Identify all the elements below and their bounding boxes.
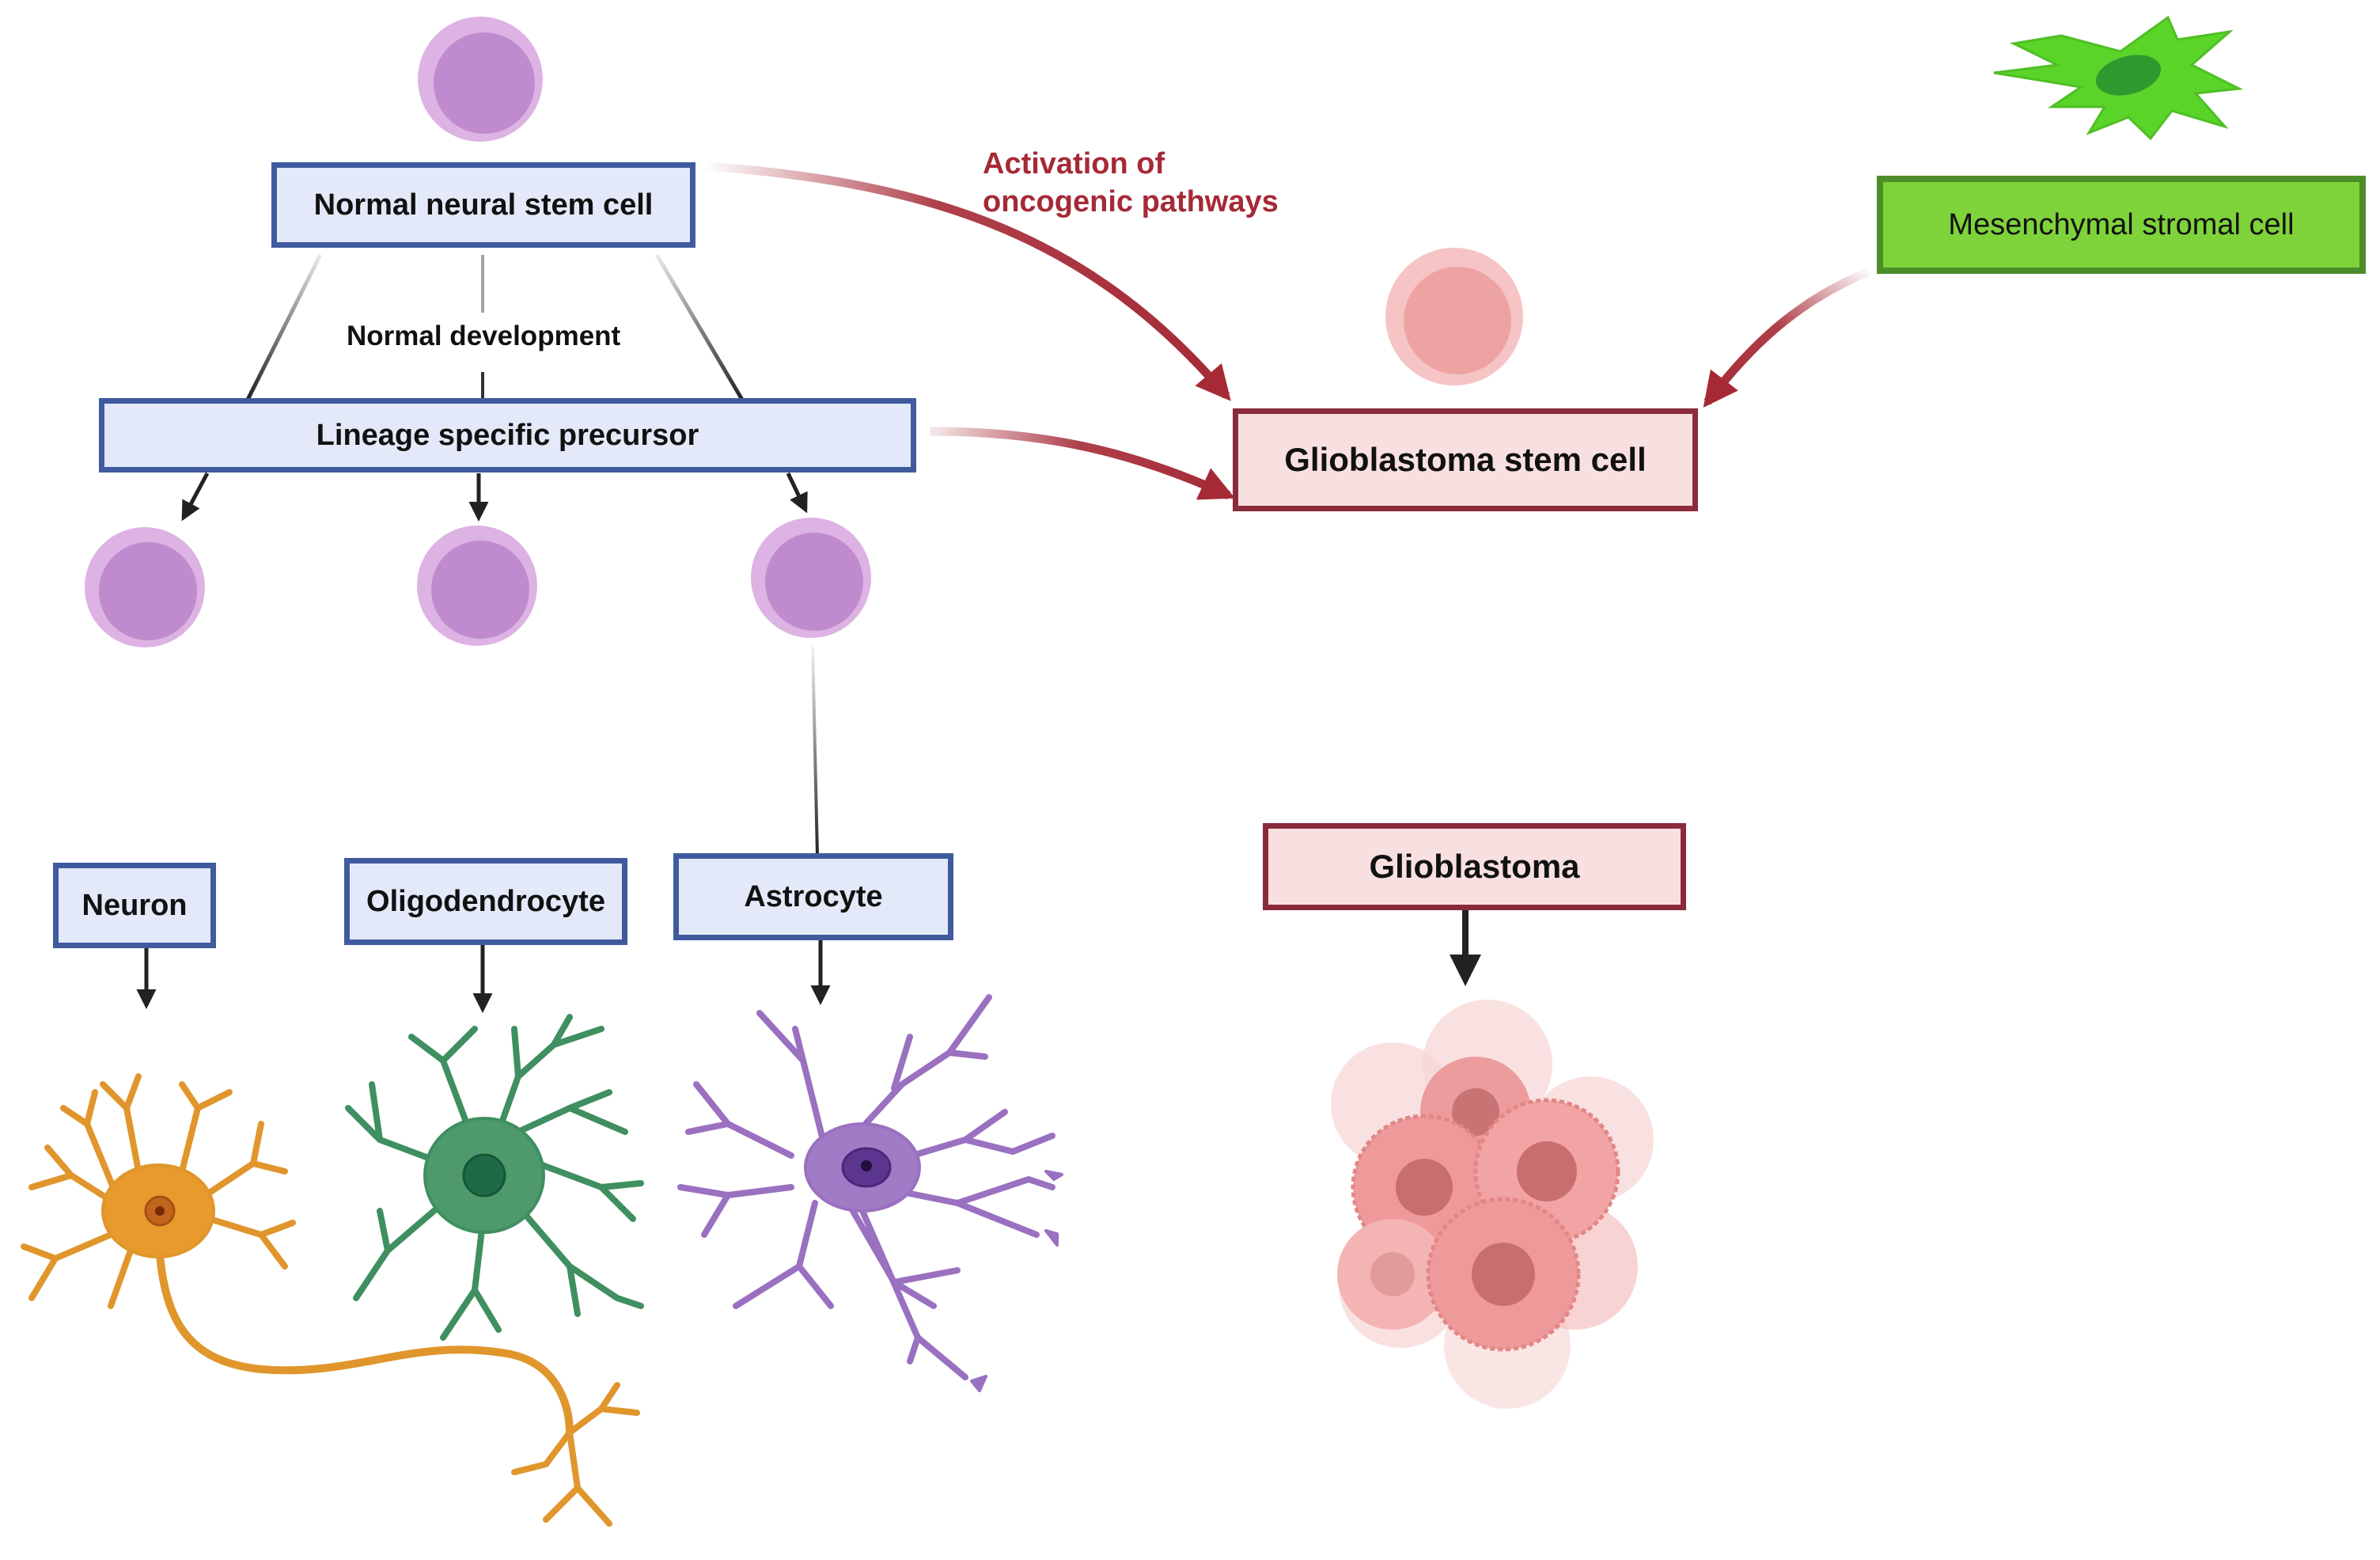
glioblastoma-stem-cell-box: Glioblastoma stem cell bbox=[1233, 408, 1698, 511]
glioblastoma-label: Glioblastoma bbox=[1369, 848, 1580, 885]
oncogenic-activation-line2: oncogenic pathways bbox=[983, 185, 1279, 218]
arrow-precursor-to-astro-progenitor bbox=[786, 472, 808, 514]
oligodendrocyte-box: Oligodendrocyte bbox=[344, 858, 627, 945]
arrow-precursor-to-neuron-progenitor bbox=[181, 472, 210, 522]
glioblastoma-stem-cell-label: Glioblastoma stem cell bbox=[1284, 441, 1647, 478]
mesenchymal-stromal-cell-box: Mesenchymal stromal cell bbox=[1877, 176, 2366, 274]
oligodendrocyte-icon bbox=[345, 1014, 644, 1341]
connector-stem-to-precursor-left bbox=[245, 253, 323, 401]
normal-development-connectors bbox=[136, 253, 831, 1013]
arrow-stromal-to-glioblastoma-stem bbox=[1703, 266, 1874, 408]
astrocyte-label: Astrocyte bbox=[744, 879, 883, 913]
oncogenic-arrows bbox=[703, 161, 1874, 500]
neuron-label: Neuron bbox=[81, 888, 188, 922]
mesenchymal-stromal-cell-icon bbox=[1993, 15, 2244, 141]
normal-development-label: Normal development bbox=[347, 321, 621, 351]
oligodendrocyte-progenitor-icon bbox=[417, 526, 537, 646]
glioblastoma-stem-cell-icon bbox=[1385, 248, 1523, 385]
lineage-specific-precursor-label: Lineage specific precursor bbox=[316, 418, 699, 452]
astrocyte-icon bbox=[677, 994, 1063, 1392]
arrow-stem-to-glioblastoma-stem bbox=[703, 161, 1231, 401]
connector-progenitor-to-astro-box bbox=[811, 644, 819, 856]
oligodendrocyte-label: Oligodendrocyte bbox=[366, 884, 605, 918]
neuron-icon bbox=[21, 1073, 640, 1527]
normal-neural-stem-cell-box: Normal neural stem cell bbox=[271, 162, 695, 248]
mesenchymal-stromal-cell-label: Mesenchymal stromal cell bbox=[1948, 207, 2295, 241]
neural-stem-cell-icon bbox=[418, 17, 543, 142]
oncogenic-activation-label: Activation of oncogenic pathways bbox=[983, 145, 1279, 221]
astrocyte-progenitor-icon bbox=[751, 518, 871, 638]
glioblastoma-box: Glioblastoma bbox=[1263, 823, 1686, 910]
neuron-box: Neuron bbox=[53, 863, 216, 948]
glioblastoma-tumor-icon bbox=[1331, 1000, 1654, 1409]
connector-stem-to-precursor-right bbox=[654, 253, 745, 401]
astrocyte-box: Astrocyte bbox=[673, 853, 953, 940]
lineage-specific-precursor-box: Lineage specific precursor bbox=[99, 398, 916, 473]
arrow-precursor-to-glioblastoma-stem bbox=[929, 427, 1236, 500]
oncogenic-activation-line1: Activation of bbox=[983, 147, 1165, 180]
neuron-progenitor-icon bbox=[85, 527, 205, 647]
normal-neural-stem-cell-label: Normal neural stem cell bbox=[313, 188, 654, 222]
